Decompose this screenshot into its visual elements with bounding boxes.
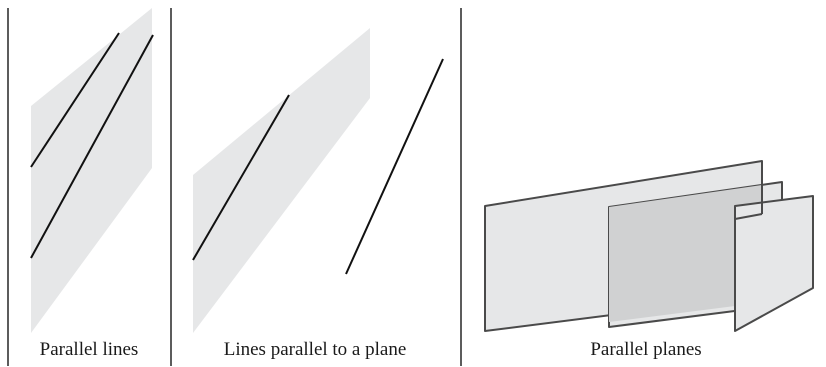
plane-back-lower-edge-segment [734, 213, 763, 220]
shaded-plane [31, 8, 152, 333]
caption-parallel-planes: Parallel planes [590, 339, 702, 360]
plane-front [734, 195, 814, 332]
panel-lines-parallel-to-plane [192, 28, 444, 333]
plane-overlap-region [609, 185, 762, 322]
line-parallel-to-plane [345, 58, 444, 275]
shaded-plane [193, 28, 370, 333]
parallel-line-1 [30, 32, 120, 168]
panel-parallel-lines [30, 8, 154, 333]
caption-parallel-lines: Parallel lines [39, 339, 139, 360]
parallel-line-2 [30, 34, 154, 259]
line-in-plane [192, 94, 290, 261]
panel-parallel-planes [484, 160, 814, 332]
caption-lines-parallel-to-plane: Lines parallel to a plane [223, 339, 407, 360]
